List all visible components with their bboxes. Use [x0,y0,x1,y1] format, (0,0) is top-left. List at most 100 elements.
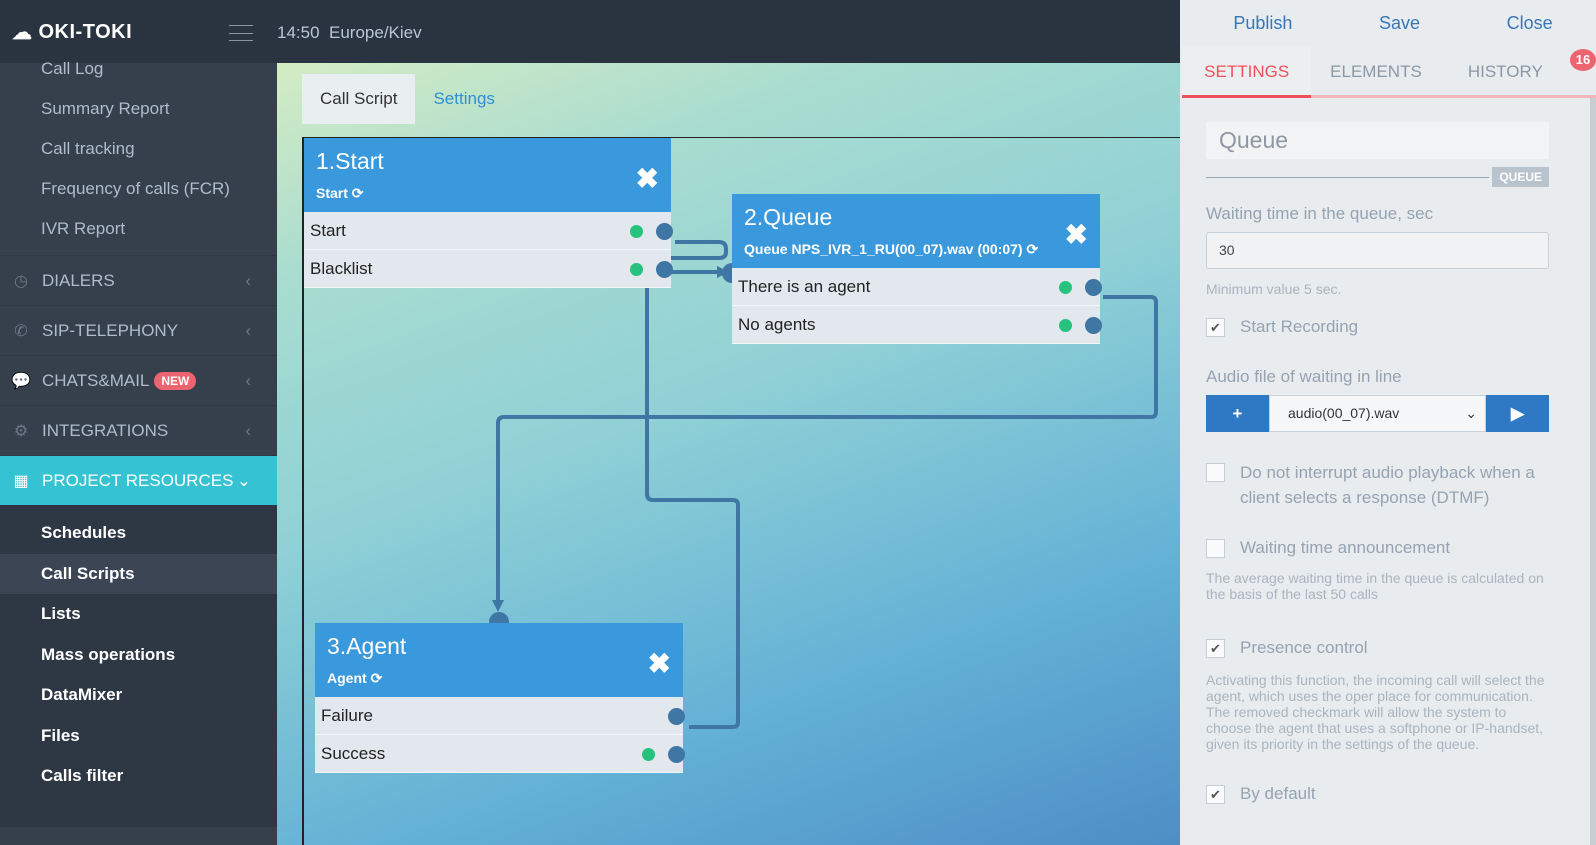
checkbox-unchecked-icon[interactable] [1206,463,1225,482]
output-port[interactable] [668,708,685,725]
logo[interactable]: ☁OKI-TOKI [12,20,132,45]
section-label: INTEGRATIONS [42,420,169,440]
sidebar-section-sip-telephony[interactable]: ✆SIP-TELEPHONY‹ [0,305,277,355]
scrollbar[interactable] [1590,98,1596,845]
checkbox-checked-icon[interactable]: ✔ [1206,317,1225,337]
menu-icon[interactable] [229,25,253,41]
output-label: Success [321,744,386,763]
output-label: Start [310,221,346,240]
checkbox-checked-icon[interactable]: ✔ [1206,784,1225,804]
audio-value: audio(00_07).wav [1288,405,1400,421]
connector-failure-to-queue [645,272,740,729]
tab-call-script[interactable]: Call Script [302,74,416,124]
output-port[interactable] [668,746,685,763]
sidebar-section-project-resources[interactable]: ▦PROJECT RESOURCES⌄ [0,455,277,505]
start-recording-checkbox[interactable]: ✔Start Recording [1206,317,1549,337]
output-label: No agents [738,315,816,334]
status-dot [630,263,643,276]
status-dot [1059,319,1072,332]
timezone: Europe/Kiev [329,23,422,42]
refresh-icon[interactable]: ⟳ [351,185,364,201]
sidebar-item-lists[interactable]: Lists [0,594,277,635]
sidebar-section-dialers[interactable]: ◷DIALERS‹ [0,255,277,305]
status-dot [642,748,655,761]
sidebar-item-call-scripts[interactable]: Call Scripts [0,553,277,594]
checkbox-unchecked-icon[interactable] [1206,538,1225,558]
output-label: Failure [321,706,373,725]
element-name-input[interactable]: Queue [1206,122,1549,159]
wait-label: Waiting time in the queue, sec [1206,204,1434,223]
section-label: SIP-TELEPHONY [42,320,179,340]
output-label: There is an agent [738,277,871,296]
add-audio-button[interactable]: + [1206,395,1269,432]
node-output: Success [315,735,685,773]
save-button[interactable]: Save [1378,12,1421,33]
top-bar: ☁OKI-TOKI 14:50 Europe/Kiev [0,0,1180,63]
sidebar-item-files[interactable]: Files [0,715,277,756]
section-label: CHATS&MAIL [42,370,150,390]
no-interrupt-checkbox[interactable]: Do not interrupt audio playback when a c… [1206,460,1549,510]
sidebar-item-summary-report[interactable]: Summary Report [41,99,170,118]
by-default-checkbox[interactable]: ✔By default [1206,784,1549,804]
output-port[interactable] [656,261,673,278]
gears-icon: ⚙ [13,422,29,440]
tab-settings-panel[interactable]: SETTINGS [1182,46,1312,98]
sidebar-item-calls-filter[interactable]: Calls filter [0,756,277,797]
node-output: No agents [732,306,1102,344]
time: 14:50 [277,23,320,42]
sidebar-item-schedules[interactable]: Schedules [0,513,277,554]
checkbox-label: Do not interrupt audio playback when a c… [1240,463,1535,507]
sidebar-item-datamixer[interactable]: DataMixer [0,675,277,716]
publish-button[interactable]: Publish [1233,12,1293,33]
sidebar-item-call-log[interactable]: Call Log [41,59,104,78]
output-port[interactable] [656,223,673,240]
chevron-down-icon: ⌄ [236,470,251,490]
chevron-down-icon: ⌄ [1465,405,1477,421]
node-title: 3.Agent [327,633,407,659]
node-output: Start [304,212,673,250]
announcement-checkbox[interactable]: Waiting time announcement [1206,538,1549,558]
checkbox-checked-icon[interactable]: ✔ [1206,638,1225,658]
tab-elements[interactable]: ELEMENTS [1330,62,1422,81]
node-title: 2.Queue [744,204,833,230]
script-board [302,137,1180,845]
chevron-left-icon: ‹ [245,370,251,390]
announce-hint: The average waiting time in the queue is… [1206,570,1544,602]
presence-control-checkbox[interactable]: ✔ Presence control [1206,638,1549,658]
tab-settings[interactable]: Settings [433,89,495,108]
sidebar-item-fcr[interactable]: Frequency of calls (FCR) [41,179,230,198]
wait-time-input[interactable]: 30 [1206,232,1549,269]
checkbox-label: Presence control [1240,638,1368,657]
close-icon[interactable]: ✖ [1064,219,1088,250]
play-button[interactable]: ▶ [1486,395,1549,432]
sidebar-section-integrations[interactable]: ⚙INTEGRATIONS‹ [0,405,277,455]
connector-agent-available-to-agent [496,295,1158,603]
sidebar-item-ivr-report[interactable]: IVR Report [41,219,126,238]
tab-history[interactable]: HISTORY [1467,62,1543,81]
refresh-icon[interactable]: ⟳ [370,670,383,686]
output-port[interactable] [1085,317,1102,334]
close-icon[interactable]: ✖ [647,648,671,679]
sidebar-item-call-tracking[interactable]: Call tracking [41,139,135,158]
output-port[interactable] [1085,279,1102,296]
chevron-left-icon: ‹ [245,270,251,290]
section-label: DIALERS [42,270,115,290]
settings-panel: Publish Save Close SETTINGS ELEMENTS HIS… [1180,0,1596,845]
node-subtitle: Agent [327,670,367,686]
close-button[interactable]: Close [1506,12,1553,33]
arrow-icon [492,600,504,612]
chat-icon: 💬 [11,372,31,390]
status-dot [1059,281,1072,294]
node-subtitle: Queue NPS_IVR_1_RU(00_07).wav (00:07) [744,241,1023,257]
node-output: Blacklist [304,250,673,288]
sidebar-item-mass-operations[interactable]: Mass operations [0,634,277,675]
close-icon[interactable]: ✖ [635,163,659,194]
history-count-badge: 16 [1570,49,1596,71]
audio-select[interactable]: audio(00_07).wav ⌄ [1269,395,1486,432]
refresh-icon[interactable]: ⟳ [1026,241,1039,257]
